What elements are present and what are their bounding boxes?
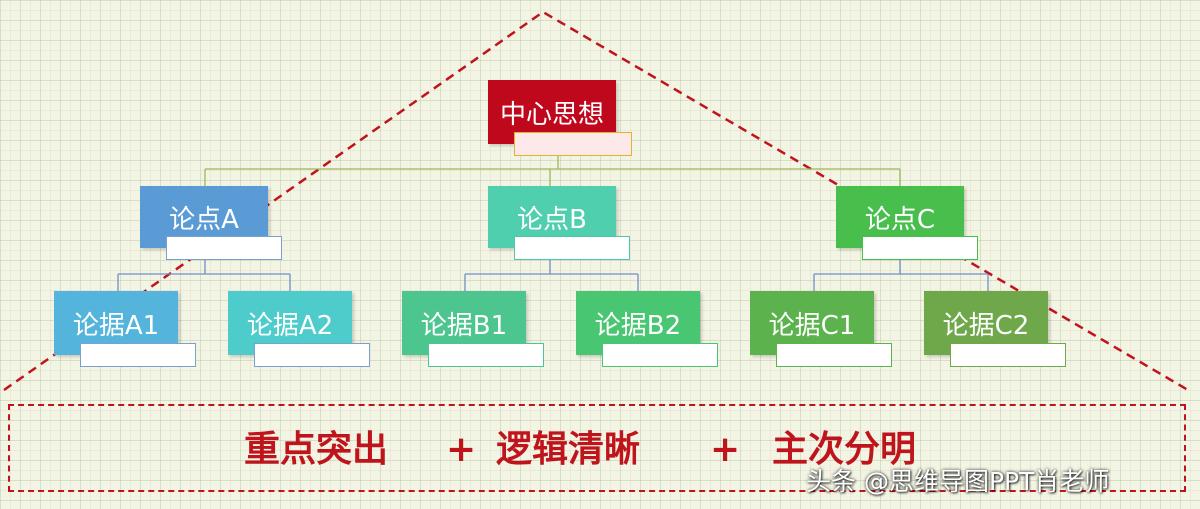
point-subbox: [166, 236, 282, 260]
point-label: 论点A: [169, 204, 239, 235]
point-label: 论点C: [864, 204, 936, 235]
pyramid-outline: [3, 10, 1189, 392]
point-subbox: [514, 236, 630, 260]
argument-node-a1: 论据A1: [54, 291, 196, 367]
watermark: 头条 @思维导图PPT肖老师: [806, 467, 1110, 496]
argument-label: 论据A1: [72, 310, 160, 341]
argument-label: 论据B1: [420, 310, 508, 341]
slogan-part-2: 逻辑清晰: [496, 429, 641, 470]
argument-subbox: [602, 343, 718, 367]
argument-node-b2: 论据B2: [576, 291, 718, 367]
argument-subbox: [254, 343, 370, 367]
point-node-b: 论点B: [488, 186, 632, 260]
slogan-part-3: 主次分明: [772, 429, 917, 470]
slogan-plus-2: +: [710, 429, 741, 470]
summary-banner: [8, 404, 1186, 492]
point-node-a: 论点A: [140, 186, 284, 260]
argument-label: 论据A2: [246, 310, 334, 341]
argument-label: 论据B2: [594, 310, 682, 341]
central-idea-node: 中心思想: [488, 80, 634, 156]
argument-subbox: [776, 343, 892, 367]
point-subbox: [862, 236, 978, 260]
slogan-plus-1: +: [446, 429, 477, 470]
central-idea-label: 中心思想: [499, 99, 604, 130]
central-idea-subbox: [514, 132, 632, 156]
argument-node-c1: 论据C1: [750, 291, 892, 367]
argument-label: 论据C2: [942, 310, 1030, 341]
argument-label: 论据C1: [768, 310, 856, 341]
slogan-part-1: 重点突出: [244, 429, 389, 470]
point-connectors: [117, 258, 989, 292]
root-connectors: [204, 153, 901, 187]
argument-node-a2: 论据A2: [228, 291, 370, 367]
point-node-c: 论点C: [836, 186, 980, 260]
point-label: 论点B: [517, 204, 587, 235]
argument-subbox: [950, 343, 1066, 367]
argument-node-b1: 论据B1: [402, 291, 544, 367]
argument-subbox: [80, 343, 196, 367]
argument-node-c2: 论据C2: [924, 291, 1066, 367]
argument-subbox: [428, 343, 544, 367]
